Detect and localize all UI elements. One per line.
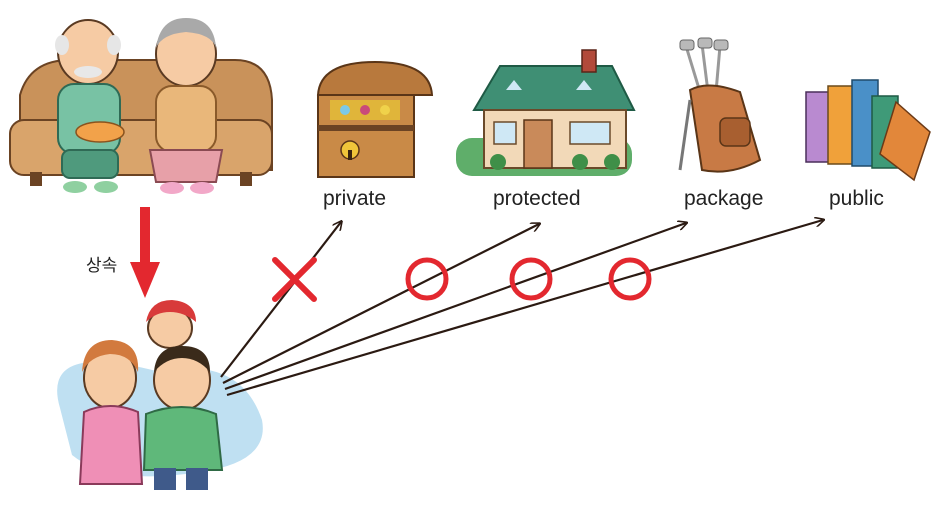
line-to-private xyxy=(220,222,341,378)
allowed-o-mark-protected xyxy=(405,257,449,301)
label-protected: protected xyxy=(493,187,581,210)
line-to-public xyxy=(226,220,823,397)
inheritance-arrow xyxy=(130,207,160,298)
inheritance-label: 상속 xyxy=(86,256,118,276)
house-illustration xyxy=(456,49,636,176)
grandparents-illustration xyxy=(9,18,273,194)
books-illustration xyxy=(805,79,931,182)
line-to-package xyxy=(224,223,686,391)
label-public: public xyxy=(829,187,884,210)
allowed-o-mark-public xyxy=(608,257,652,301)
treasure-chest-illustration xyxy=(316,60,434,178)
access-lines xyxy=(220,220,823,397)
allowed-o-mark-package xyxy=(509,257,553,301)
denied-x-mark xyxy=(272,257,317,302)
line-to-protected xyxy=(222,224,539,384)
label-package: package xyxy=(684,187,764,210)
label-private: private xyxy=(323,187,387,210)
golf-bag-illustration xyxy=(678,37,762,173)
family-illustration xyxy=(57,300,263,490)
